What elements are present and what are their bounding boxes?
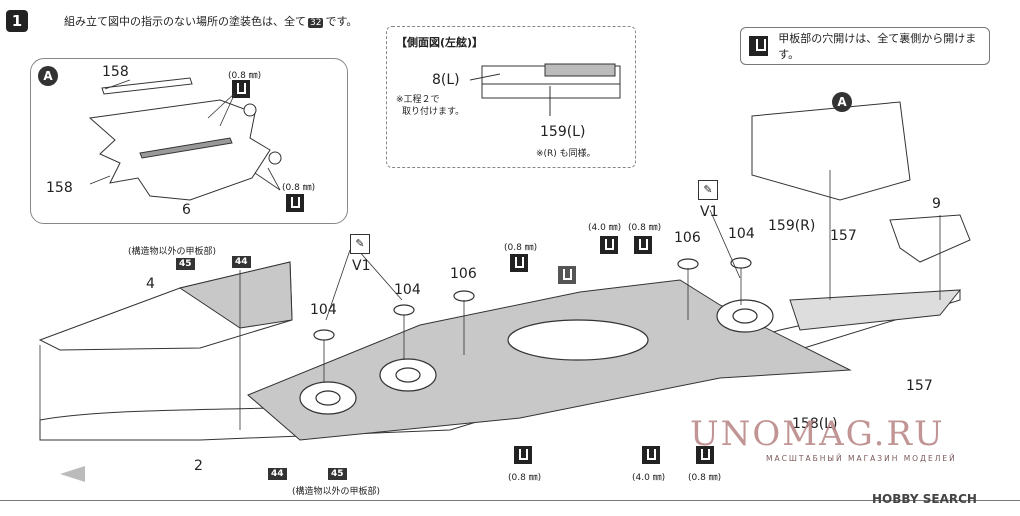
attach-note-line1: ※工程２で <box>396 95 440 105</box>
deck-note-top: (構造物以外の甲板部) <box>128 247 217 257</box>
drill-icon <box>286 194 304 212</box>
part-9: 9 <box>932 196 941 212</box>
drill-icon <box>232 80 250 98</box>
drill-icon <box>634 236 652 254</box>
bottom-divider <box>0 500 1020 501</box>
drill-icon <box>510 254 528 272</box>
drill-icon <box>749 36 769 56</box>
callout-a-marker: A <box>38 66 58 86</box>
part-8l: 8(L) <box>432 72 460 88</box>
subassembly-a-drawing <box>88 77 282 201</box>
callout-a-marker: A <box>832 92 852 112</box>
watermark-subtitle: МАСШТАБНЫЙ МАГАЗИН МОДЕЛЕЙ <box>766 454 957 463</box>
part-v1-right: V1 <box>700 204 719 220</box>
drill-size-label: (4.0 ㎜) <box>632 473 666 483</box>
color-code-44: 44 <box>232 256 251 268</box>
paint-note-text: 組み立て図中の指示のない場所の塗装色は、全て <box>64 15 306 28</box>
drill-size-label: (0.8 ㎜) <box>628 223 662 233</box>
part-6: 6 <box>182 202 191 218</box>
color-code-44: 44 <box>268 468 287 480</box>
drill-note-text: 甲板部の穴開けは、全て裏側から開けます。 <box>778 32 977 61</box>
paint-icon <box>558 266 576 284</box>
attach-note-line2: 取り付けます。 <box>402 107 465 117</box>
drill-size-label: (0.8 ㎜) <box>508 473 542 483</box>
side-view-title: 【側面図(左舷)】 <box>396 36 484 49</box>
part-104-a: 104 <box>310 302 337 318</box>
deck-note-bottom: (構造物以外の甲板部) <box>292 487 381 497</box>
drill-size-label: (0.8 ㎜) <box>688 473 722 483</box>
cement-icon: ✎ <box>698 180 718 200</box>
drill-size-label: (0.8 ㎜) <box>504 243 538 253</box>
part-159l: 159(L) <box>540 124 586 140</box>
drill-size-label: (0.8 ㎜) <box>282 183 316 193</box>
color-code-badge: 32 <box>308 18 324 28</box>
source-mark: HOBBY SEARCH <box>872 492 977 506</box>
drill-note-box: 甲板部の穴開けは、全て裏側から開けます。 <box>740 27 990 65</box>
side-view-drawing <box>470 63 621 116</box>
part-106-b: 106 <box>674 230 701 246</box>
part-104-b: 104 <box>394 282 421 298</box>
drill-size-label: (0.8 ㎜) <box>228 71 262 81</box>
step-number-badge: 1 <box>6 10 28 32</box>
part-157-top: 157 <box>830 228 857 244</box>
part-106-a: 106 <box>450 266 477 282</box>
part-104-c: 104 <box>728 226 755 242</box>
same-note: ※(R) も同様。 <box>536 149 596 159</box>
part-2: 2 <box>194 458 203 474</box>
drill-icon <box>696 446 714 464</box>
drill-size-label: (4.0 ㎜) <box>588 223 622 233</box>
part-4: 4 <box>146 276 155 292</box>
part-158-top: 158 <box>102 64 129 80</box>
drill-icon <box>514 446 532 464</box>
part-158-left: 158 <box>46 180 73 196</box>
part-157-bottom: 157 <box>906 378 933 394</box>
drill-icon <box>642 446 660 464</box>
color-code-45: 45 <box>176 258 195 270</box>
cement-icon: ✎ <box>350 234 370 254</box>
part-v1-left: V1 <box>352 258 371 274</box>
paint-note-end: です。 <box>325 15 358 28</box>
watermark-title: UNOMAG.RU <box>690 414 945 454</box>
part-159r: 159(R) <box>768 218 816 234</box>
hull-assembly-drawing <box>38 101 971 482</box>
subassembly-a-box <box>30 58 348 224</box>
side-view-box <box>386 26 636 168</box>
color-code-45: 45 <box>328 468 347 480</box>
drill-icon <box>600 236 618 254</box>
part-158l: 158(L) <box>792 416 838 432</box>
